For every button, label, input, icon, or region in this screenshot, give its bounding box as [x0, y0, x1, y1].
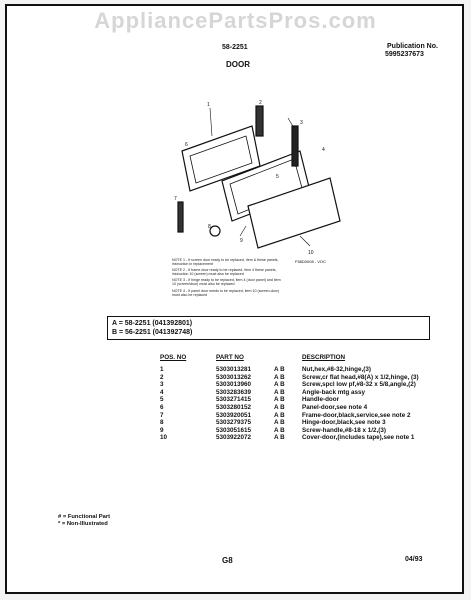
- section-title: DOOR: [226, 60, 250, 69]
- model-code-cell: A B: [274, 366, 285, 373]
- legend-functional: # = Functional Part: [58, 514, 111, 520]
- pos-cell: 7: [160, 411, 164, 419]
- table-row: 6 5303280152 A B Panel-door,see note 4: [160, 404, 452, 412]
- diagram-note-3: NOTE 3 - If hinge ready to be replaced, …: [172, 278, 281, 287]
- callout-4: 4: [322, 147, 325, 153]
- handle-shape: [291, 125, 299, 167]
- variant-b: B = 56-2251 (041392748): [112, 329, 193, 336]
- cover-door-shape: [247, 177, 341, 249]
- description-cell: Nut,hex,#8-32,hinge,(3): [302, 366, 371, 373]
- description-cell: Frame-door,black,service,see note 2: [302, 411, 411, 419]
- diagram-note-2: NOTE 2 - If frame door ready to be repla…: [172, 268, 277, 277]
- table-row: 4 5303283639 A B Angle-back mtg assy: [160, 389, 452, 397]
- part-number-cell: 5303922072: [216, 434, 252, 442]
- legend-non-illustrated: * = Non-Illustrated: [58, 521, 108, 527]
- publication-label: Publication No.: [387, 43, 438, 50]
- part-number-cell: 5303013960: [216, 381, 252, 389]
- model-code-cell: A B: [274, 411, 285, 419]
- callout-9: 9: [240, 238, 243, 244]
- diagram-code: F58D0008 - VOC: [295, 259, 326, 264]
- description-cell: Handle-door: [302, 396, 340, 404]
- header-pos: POS. NO: [160, 354, 187, 361]
- model-code-cell: A B: [274, 419, 285, 427]
- description-cell: Panel-door,see note 4: [302, 403, 368, 411]
- pos-cell: 8: [160, 419, 164, 427]
- model-code-cell: A B: [274, 426, 285, 434]
- part-number-cell: 5303279375: [216, 419, 252, 427]
- angle-back-shape: [177, 201, 184, 233]
- description-cell: Cover-door,(includes tape),see note 1: [302, 434, 415, 442]
- model-code-cell: A B: [274, 373, 285, 381]
- hinge-shape: [255, 105, 264, 137]
- diagram-note-1: NOTE 1 - If screen door ready to be repl…: [172, 258, 279, 267]
- model-code-cell: A B: [274, 434, 285, 442]
- table-row: 5 5303271415 A B Handle-door: [160, 396, 452, 404]
- callout-7: 7: [174, 196, 177, 202]
- description-cell: Screw-handle,#8-18 x 1/2,(3): [302, 426, 386, 434]
- part-number-cell: 5303271415: [216, 396, 252, 404]
- page-frame: [5, 4, 464, 594]
- model-number: 58-2251: [222, 44, 248, 51]
- callout-1: 1: [207, 102, 210, 108]
- variant-a: A = 58-2251 (041392801): [112, 320, 193, 327]
- table-row: 9 5303051615 A B Screw-handle,#8-18 x 1/2,(…: [160, 427, 452, 435]
- part-number-cell: 5303283639: [216, 388, 252, 396]
- pos-cell: 1: [160, 366, 164, 373]
- pos-cell: 4: [160, 388, 164, 396]
- pos-cell: 2: [160, 373, 164, 381]
- model-code-cell: A B: [274, 381, 285, 389]
- model-variant-box: A = 58-2251 (041392801) B = 56-2251 (041…: [107, 316, 430, 340]
- pos-cell: 3: [160, 381, 164, 389]
- table-row: 1 5303013281 A B Nut,hex,#8-32,hinge,(3): [160, 366, 452, 374]
- publication-date: 04/93: [405, 556, 423, 563]
- pos-cell: 9: [160, 426, 164, 434]
- model-code-cell: A B: [274, 388, 285, 396]
- nut-shape: [209, 225, 221, 237]
- table-row: 8 5303279375 A B Hinge-door,black,see note …: [160, 419, 452, 427]
- description-cell: Hinge-door,black,see note 3: [302, 419, 386, 427]
- diagram-svg: 1 2 3 4 5 6 7 8 9 10 F58D0008 - VOC: [174, 100, 341, 264]
- description-cell: Angle-back mtg assy: [302, 388, 365, 396]
- diagram-note-4: NOTE 4 - If panel door needs to be repla…: [172, 289, 280, 298]
- callout-10: 10: [308, 250, 314, 256]
- publication-number: 5995237673: [385, 51, 424, 58]
- table-row: 2 5303013262 A B Screw,cr flat head,#8(A) x…: [160, 374, 452, 382]
- part-number-cell: 5303280152: [216, 403, 252, 411]
- callout-3: 3: [300, 120, 303, 126]
- watermark: AppliancePartsPros.com: [94, 8, 377, 33]
- frame-door-shape: [181, 125, 261, 192]
- pos-cell: 10: [160, 434, 168, 442]
- part-number-cell: 5303920051: [216, 411, 252, 419]
- description-cell: Screw,spcl low pf,#8-32 x 5/8,angle,(2): [302, 381, 416, 389]
- page-number: G8: [222, 556, 233, 565]
- legend: # = Functional Part * = Non-Illustrated: [58, 514, 110, 528]
- model-code-cell: A B: [274, 403, 285, 411]
- callout-6: 6: [185, 142, 188, 148]
- model-code-cell: A B: [274, 396, 285, 404]
- table-row: 10 5303922072 A B Cover-door,(includes tape…: [160, 434, 452, 442]
- callout-2: 2: [259, 100, 262, 106]
- header-part: PART NO: [216, 354, 244, 361]
- part-number-cell: 5303013281: [216, 366, 252, 373]
- table-row: 3 5303013960 A B Screw,spcl low pf,#8-32 x …: [160, 381, 452, 389]
- parts-table-header: POS. NO PART NO DESCRIPTION: [160, 354, 452, 361]
- description-cell: Screw,cr flat head,#8(A) x 1/2,hinge, (3…: [302, 373, 419, 381]
- part-number-cell: 5303051615: [216, 426, 252, 434]
- pos-cell: 5: [160, 396, 164, 404]
- callout-8: 8: [208, 224, 211, 230]
- exploded-diagram: 1 2 3 4 5 6 7 8 9 10 F58D0008 - VOC NOTE…: [160, 96, 360, 301]
- header-desc: DESCRIPTION: [302, 354, 346, 361]
- table-row: 7 5303920051 A B Frame-door,black,service,s…: [160, 412, 452, 420]
- part-number-cell: 5303013262: [216, 373, 252, 381]
- pos-cell: 6: [160, 403, 164, 411]
- callout-5: 5: [276, 174, 279, 180]
